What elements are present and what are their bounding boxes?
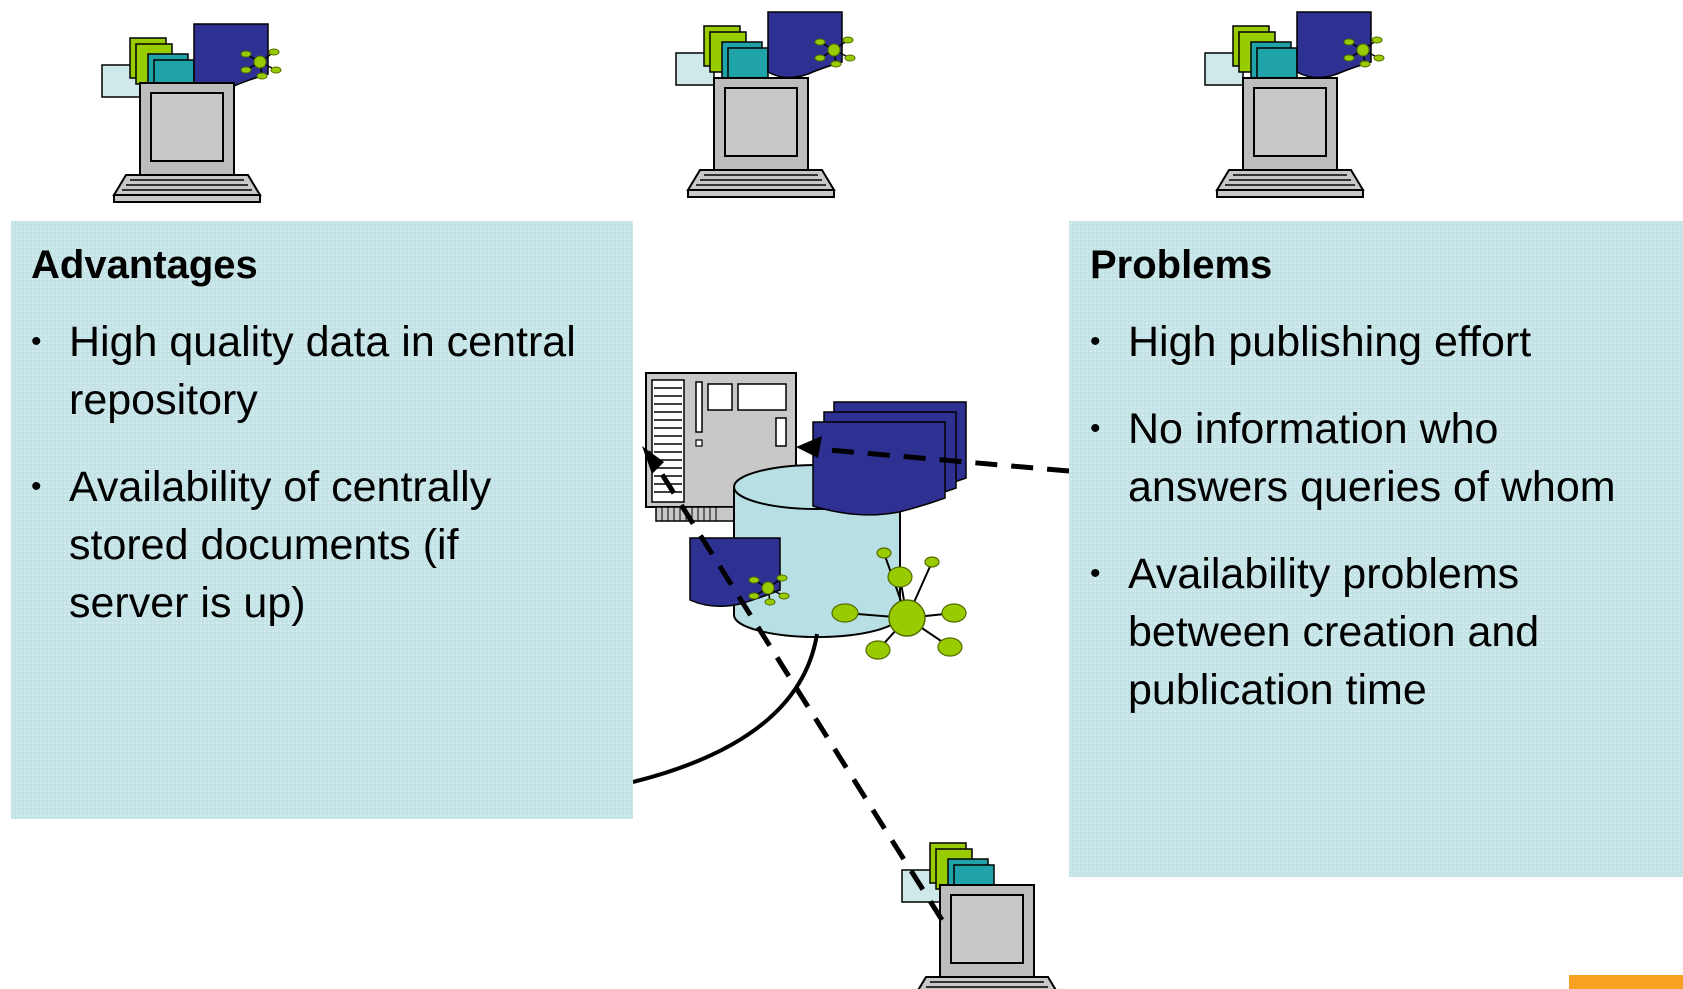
accent-tab [1569,975,1683,989]
bullet-icon: • [1090,412,1101,445]
list-item-text: Availability problems between creation a… [1128,550,1540,714]
list-item-text: High publishing effort [1128,318,1532,366]
client-laptop-top-left [101,23,282,203]
connection-line-right [805,445,1070,474]
bullet-icon: • [1090,557,1101,590]
client-laptop-top-right [1204,11,1385,198]
advantages-title: Advantages [31,243,258,287]
list-item: • No information who answers queries of w… [1090,400,1648,516]
bullet-icon: • [1090,325,1101,358]
list-item-text: No information who answers queries of wh… [1128,405,1616,511]
bullet-icon: • [31,325,42,358]
document-icon [689,537,790,607]
list-item: • Availability of centrally stored docume… [31,458,589,632]
list-item-text: Availability of centrally stored documen… [69,463,492,627]
list-item: • High quality data in central repository [31,313,589,429]
list-item: • Availability problems between creation … [1090,545,1648,719]
list-item: • High publishing effort [1090,313,1648,371]
problems-list: • High publishing effort • No information … [1090,313,1683,719]
network-hub-icon [831,547,967,660]
client-laptop-bottom [901,842,1061,989]
document-stack-icon [812,401,967,516]
problems-title: Problems [1090,243,1273,287]
advantages-list: • High quality data in central repository… [31,313,633,632]
list-item-text: High quality data in central repository [69,318,576,424]
client-laptop-top-center [675,11,856,198]
connection-line-bottom [645,450,945,922]
arrowhead-server-right [796,436,822,458]
connection-line-solid [632,633,819,784]
advantages-panel: Advantages • High quality data in central… [11,221,633,819]
arrowhead-server-left [642,446,664,474]
problems-panel: Problems • High publishing effort • No inf… [1069,221,1683,877]
bullet-icon: • [31,470,42,503]
